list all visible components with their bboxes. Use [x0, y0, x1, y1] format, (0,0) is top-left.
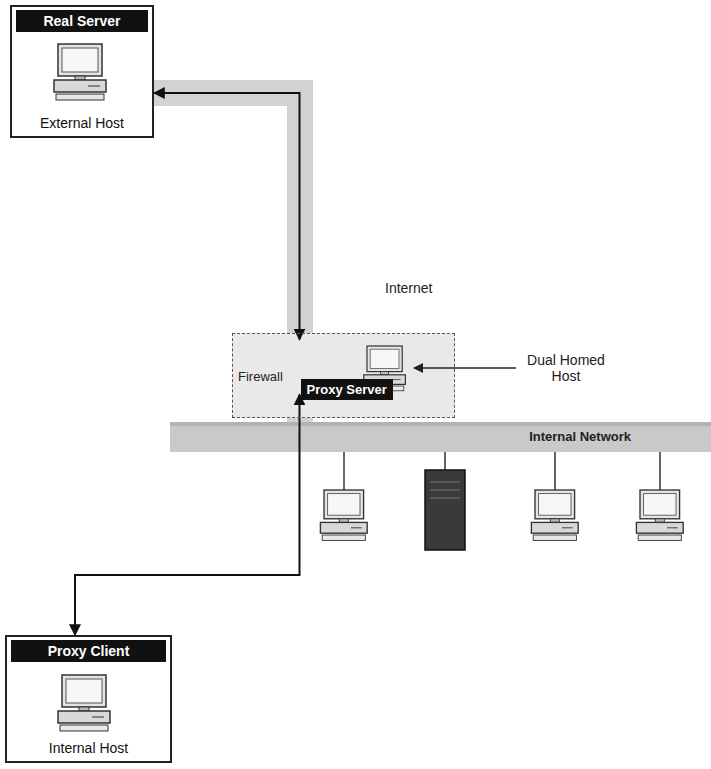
host-caption: External Host: [16, 115, 148, 131]
firewall-label: Firewall: [238, 369, 283, 384]
network-drop: [444, 452, 446, 470]
connector-arrow: [154, 93, 300, 340]
network-drop: [343, 452, 345, 490]
computer-icon: [636, 490, 683, 540]
network-band: [170, 422, 711, 452]
computer-icon: [531, 490, 578, 540]
firewall-box: FirewallProxy Server: [232, 333, 455, 418]
host-title: Real Server: [16, 10, 148, 32]
leader-line: [414, 367, 516, 369]
proxy-box: Proxy Server: [292, 340, 415, 395]
network-band-edge: [170, 422, 711, 426]
callout-label: Dual Homed Host: [520, 352, 612, 384]
firewall-fill: [232, 333, 455, 418]
proxy-title: Proxy Server: [301, 379, 393, 401]
tower-server: [425, 470, 465, 550]
server-box: Real ServerExternal Host: [10, 5, 154, 138]
network-drop: [554, 452, 556, 490]
computer-icon: [320, 490, 367, 540]
region-label: Internet: [385, 280, 465, 296]
network-label: Internal Network: [529, 429, 631, 444]
computer-icon: [54, 44, 106, 100]
host-title: Proxy Client: [11, 640, 166, 662]
network-band: Internal Network: [170, 422, 711, 452]
computer-icon: [58, 675, 110, 731]
host-caption: Internal Host: [11, 740, 166, 756]
connector-arrow: [75, 395, 300, 636]
network-drop: [659, 452, 661, 490]
internet-shading: [152, 93, 300, 345]
client-box: Proxy ClientInternal Host: [5, 635, 172, 763]
